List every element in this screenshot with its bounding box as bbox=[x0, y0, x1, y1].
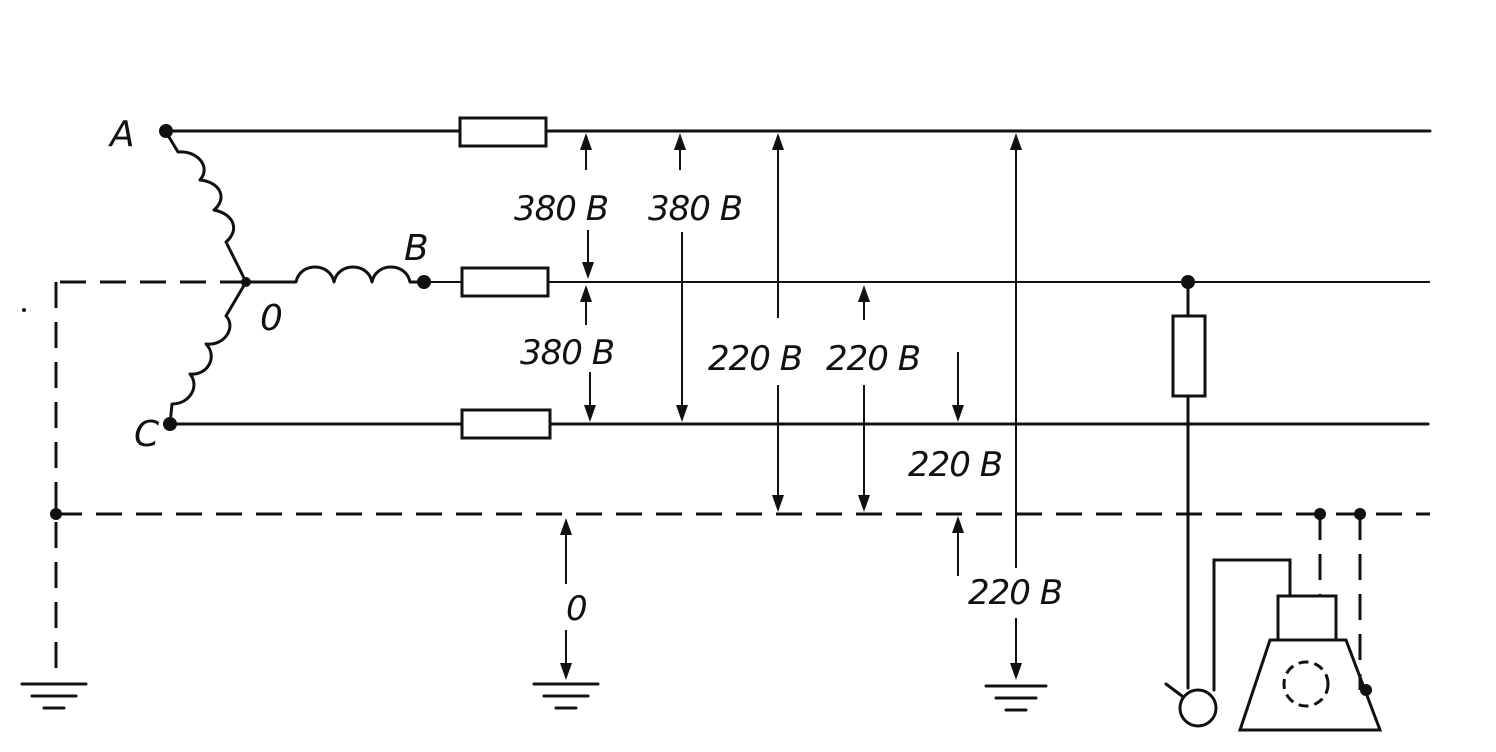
voltage-label-bn: 220 B bbox=[826, 339, 920, 379]
node-c-dot bbox=[163, 417, 177, 431]
ground-symbol-right bbox=[984, 684, 1048, 712]
arrow-bc bbox=[580, 285, 596, 422]
node-o-dot bbox=[241, 277, 251, 287]
neutral-conductor bbox=[54, 280, 1430, 682]
fuse-c bbox=[460, 408, 552, 440]
consumer-terminal bbox=[1178, 688, 1218, 728]
arrow-a-ground bbox=[1010, 133, 1022, 680]
winding-b bbox=[246, 265, 424, 284]
generator-windings bbox=[164, 131, 424, 425]
voltage-label-a-ground: 220 B bbox=[968, 573, 1062, 613]
arrow-n-ground bbox=[560, 518, 572, 680]
node-label-a: A bbox=[108, 114, 135, 155]
node-label-o: 0 bbox=[260, 298, 283, 339]
voltage-label-an: 220 B bbox=[708, 339, 802, 379]
ground-symbol-left bbox=[20, 682, 88, 710]
arrow-ab bbox=[580, 133, 594, 279]
fuse-b bbox=[460, 266, 550, 298]
neutral-junction-dot bbox=[50, 508, 62, 520]
voltage-label-ab: 380 B bbox=[514, 189, 608, 229]
voltage-label-n-ground: 0 bbox=[566, 589, 587, 629]
consumer-branch bbox=[1164, 275, 1292, 728]
ground-symbol-middle bbox=[532, 682, 600, 710]
fuse-a bbox=[458, 116, 548, 148]
node-b-dot bbox=[417, 275, 431, 289]
voltage-label-ac: 380 B bbox=[648, 189, 742, 229]
voltage-label-cn: 220 B bbox=[908, 445, 1002, 485]
arrow-cn bbox=[952, 352, 964, 576]
node-a-dot bbox=[159, 124, 173, 138]
node-label-b: B bbox=[404, 228, 429, 269]
node-label-c: C bbox=[134, 414, 160, 455]
voltage-label-bc: 380 B bbox=[520, 333, 614, 373]
winding-c bbox=[168, 281, 248, 425]
motor-casing bbox=[1237, 508, 1383, 732]
arrow-ac bbox=[674, 133, 688, 422]
winding-a bbox=[164, 131, 248, 283]
fuse-consumer bbox=[1171, 314, 1207, 398]
arrow-bn bbox=[858, 285, 870, 512]
arrow-an bbox=[772, 133, 784, 512]
